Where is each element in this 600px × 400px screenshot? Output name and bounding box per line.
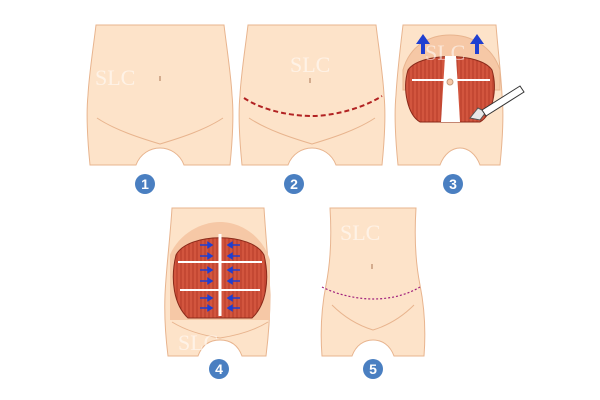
step-number: 2	[290, 176, 298, 192]
right-arrow-icon	[200, 252, 214, 260]
navel	[446, 78, 454, 86]
right-arrow-icon	[200, 241, 214, 249]
step-badge: 1	[135, 174, 155, 194]
watermark: SLC	[178, 330, 218, 355]
right-arrow-icon	[200, 266, 214, 274]
watermark: SLC	[425, 40, 465, 65]
step-number: 1	[141, 176, 149, 192]
step-5-illustration: SLC	[320, 207, 426, 357]
torso	[320, 207, 426, 357]
step-number: 4	[215, 361, 223, 377]
right-arrow-icon	[200, 277, 214, 285]
step-number: 3	[449, 176, 457, 192]
groin-line	[331, 304, 415, 331]
left-arrow-icon	[226, 266, 240, 274]
step-4-illustration: SLC	[164, 207, 271, 357]
groin-line	[96, 117, 224, 145]
watermark: SLC	[95, 65, 135, 90]
groin-line	[248, 117, 376, 145]
linea-alba	[441, 56, 460, 122]
step-number: 5	[369, 361, 377, 377]
step-badge: 3	[443, 174, 463, 194]
watermark: SLC	[340, 220, 380, 245]
left-arrow-icon	[226, 277, 240, 285]
sutured-scar	[321, 286, 421, 300]
left-arrow-icon	[226, 241, 240, 249]
step-3-illustration: SLC	[394, 24, 525, 166]
tightening-arrows	[200, 241, 240, 312]
step-1-illustration: SLC	[86, 24, 234, 166]
right-arrow-icon	[200, 304, 214, 312]
incision-line	[243, 95, 383, 118]
left-arrow-icon	[226, 304, 240, 312]
step-badge: 2	[284, 174, 304, 194]
torso	[238, 24, 386, 166]
step-badge: 4	[209, 359, 229, 379]
groin-line	[171, 321, 269, 339]
watermark: SLC	[290, 52, 330, 77]
step-badge: 5	[363, 359, 383, 379]
up-arrow-icon	[470, 34, 484, 54]
torso	[86, 24, 234, 166]
step-2-illustration: SLC	[238, 24, 386, 166]
right-arrow-icon	[200, 294, 214, 302]
left-arrow-icon	[226, 294, 240, 302]
up-arrow-icon	[416, 34, 430, 54]
left-arrow-icon	[226, 252, 240, 260]
scalpel-icon	[469, 85, 525, 121]
